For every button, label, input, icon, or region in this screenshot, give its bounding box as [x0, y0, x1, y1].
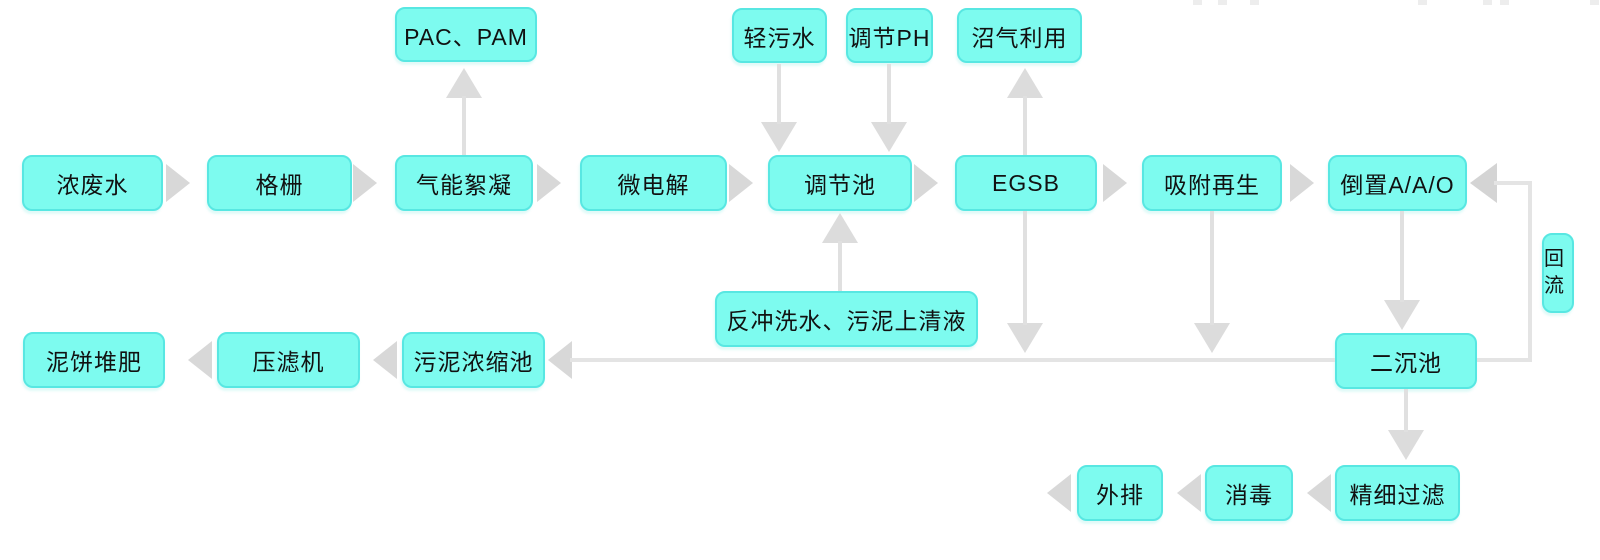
node-sludge-thickener: 污泥浓缩池: [402, 332, 545, 388]
node-label: 外排: [1096, 482, 1144, 508]
edge-artifact: [1250, 0, 1259, 5]
node-micro-electrolysis: 微电解: [580, 155, 727, 211]
connector-line: [838, 241, 842, 291]
node-adjust-ph: 调节PH: [846, 8, 933, 63]
node-label: 反冲洗水、污泥上清液: [726, 308, 967, 334]
arrow-left-reflux-icon: [1470, 163, 1497, 203]
connector-line: [1023, 96, 1027, 155]
connector-line: [462, 96, 466, 155]
arrow-up-icon: [446, 68, 482, 98]
arrow-up-icon: [822, 213, 858, 243]
node-regulating-tank: 调节池: [768, 155, 912, 211]
arrow-down-icon: [1194, 323, 1230, 353]
connector-line: [1210, 211, 1214, 325]
arrow-down-icon: [1007, 323, 1043, 353]
node-reflux-label: 回流: [1542, 233, 1574, 313]
arrow-right-icon: [1103, 164, 1127, 202]
node-filter-press: 压滤机: [217, 332, 360, 388]
connector-line: [1400, 211, 1404, 302]
arrow-right-icon: [166, 164, 190, 202]
edge-artifact: [1218, 0, 1227, 5]
arrow-right-icon: [537, 164, 561, 202]
arrow-down-icon: [1384, 300, 1420, 330]
node-concentrated-wastewater: 浓废水: [22, 155, 163, 211]
edge-artifact: [1483, 0, 1492, 5]
node-pac-pam: PAC、PAM: [395, 7, 537, 62]
node-biogas-use: 沼气利用: [957, 8, 1082, 63]
arrow-left-icon: [1177, 474, 1201, 512]
node-label: 格栅: [255, 172, 304, 198]
connector-line: [1404, 389, 1408, 432]
arrow-left-icon: [188, 341, 212, 379]
sludge-line: [570, 358, 1335, 362]
edge-artifact: [1418, 0, 1427, 5]
node-label: 污泥浓缩池: [413, 349, 534, 375]
node-label: 吸附再生: [1164, 172, 1260, 198]
node-label: 沼气利用: [971, 24, 1068, 51]
node-label: 调节池: [804, 172, 876, 198]
node-sludge-cake-compost: 泥饼堆肥: [23, 332, 165, 388]
node-label: 轻污水: [743, 24, 816, 51]
node-disinfection: 消毒: [1205, 465, 1293, 521]
node-label: EGSB: [992, 169, 1060, 196]
arrow-left-icon: [548, 341, 572, 379]
node-label: 精细过滤: [1349, 482, 1446, 508]
node-label: PAC、PAM: [404, 23, 528, 50]
reflux-line-vertical: [1528, 181, 1532, 362]
edge-artifact: [1500, 0, 1509, 5]
edge-artifact: [1590, 0, 1599, 5]
arrow-right-icon: [729, 164, 753, 202]
node-label: 气能絮凝: [416, 172, 512, 198]
arrow-left-icon: [373, 341, 397, 379]
node-label: 回流: [1544, 248, 1564, 297]
connector-line: [887, 64, 891, 124]
arrow-right-icon: [1290, 164, 1314, 202]
connector-line: [1023, 211, 1027, 325]
arrow-right-icon: [353, 164, 377, 202]
node-label: 泥饼堆肥: [46, 349, 142, 375]
node-label: 消毒: [1225, 482, 1273, 508]
node-label: 浓废水: [56, 172, 129, 198]
node-secondary-clarifier: 二沉池: [1335, 333, 1477, 389]
node-label: 压滤机: [252, 349, 325, 375]
arrow-down-icon: [761, 122, 797, 152]
reflux-line-top: [1494, 181, 1532, 185]
node-label: 调节PH: [848, 24, 931, 51]
node-discharge: 外排: [1077, 465, 1163, 521]
edge-artifact: [1193, 0, 1202, 5]
arrow-down-icon: [871, 122, 907, 152]
node-label: 倒置A/A/O: [1340, 172, 1455, 198]
node-label: 二沉池: [1370, 350, 1442, 376]
arrow-left-icon: [1307, 474, 1331, 512]
node-inverted-aao: 倒置A/A/O: [1328, 155, 1467, 211]
arrow-left-icon: [1047, 474, 1071, 512]
arrow-down-icon: [1388, 430, 1424, 460]
node-air-flocculation: 气能絮凝: [395, 155, 533, 211]
node-light-wastewater: 轻污水: [732, 8, 827, 63]
reflux-line-bottom: [1477, 358, 1532, 362]
node-egsb: EGSB: [955, 155, 1097, 211]
node-label: 微电解: [617, 172, 690, 198]
node-backwash-supernatant: 反冲洗水、污泥上清液: [715, 291, 978, 347]
connector-line: [777, 64, 781, 124]
arrow-right-icon: [914, 164, 938, 202]
node-adsorption-regeneration: 吸附再生: [1142, 155, 1282, 211]
arrow-up-icon: [1007, 68, 1043, 98]
node-fine-filtration: 精细过滤: [1335, 465, 1460, 521]
node-bar-screen: 格栅: [207, 155, 352, 211]
